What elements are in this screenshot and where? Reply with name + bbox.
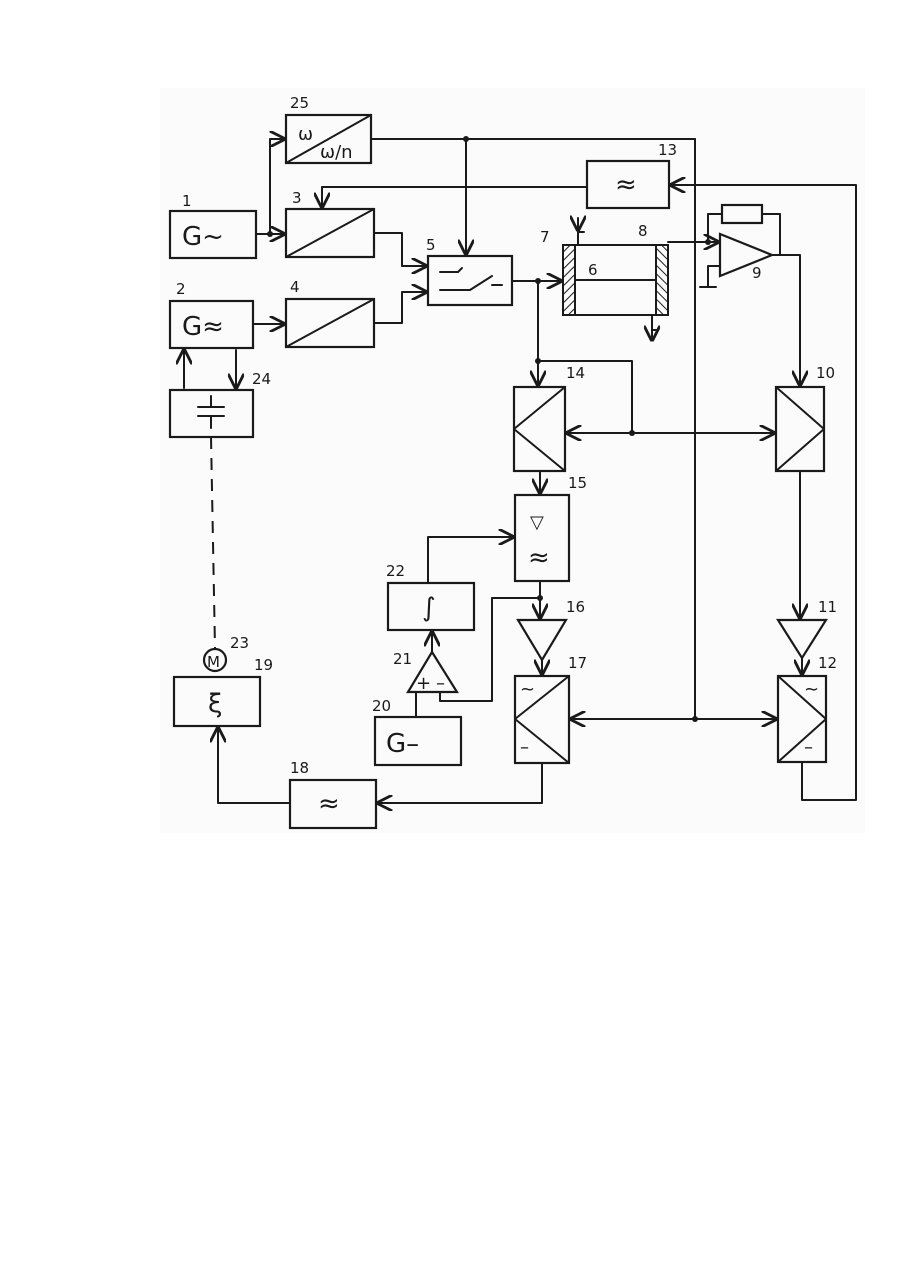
block-9-number: 9: [752, 264, 762, 282]
block-23-symbol: M: [207, 653, 220, 671]
block-2-symbol: G≈: [182, 312, 224, 342]
block-21-number: 21: [393, 650, 412, 668]
block-11-number: 11: [818, 598, 837, 616]
block-1-number: 1: [182, 192, 192, 210]
block-19-number: 19: [254, 656, 273, 674]
block-12-symbol-bottom: –: [804, 737, 813, 758]
block-22-number: 22: [386, 562, 405, 580]
block-13-symbol: ≈: [615, 170, 637, 200]
block-17-symbol-bottom: –: [520, 737, 529, 758]
block-17-number: 17: [568, 654, 587, 672]
sensor-number-8: 8: [638, 222, 648, 240]
block-16-number: 16: [566, 598, 585, 616]
block-19-symbol: ξ: [208, 689, 223, 719]
block-2-number: 2: [176, 280, 186, 298]
sensor-number-7: 7: [540, 228, 550, 246]
block-21-plus: +: [416, 673, 431, 694]
block-20-symbol: G–: [386, 729, 419, 759]
block-12-number: 12: [818, 654, 837, 672]
block-20-number: 20: [372, 697, 391, 715]
block-1-symbol: G~: [182, 222, 224, 252]
sensor-number-6: 6: [588, 261, 598, 279]
block-23-number: 23: [230, 634, 249, 652]
block-25-symbol-bottom: ω/n: [320, 142, 353, 163]
block-22-symbol: ∫: [422, 593, 436, 623]
block-21-minus: –: [436, 673, 445, 694]
block-15-symbol-bottom: ≈: [528, 543, 550, 573]
block-13-number: 13: [658, 141, 677, 159]
block-5-number: 5: [426, 236, 436, 254]
block-25-symbol-top: ω: [298, 124, 313, 145]
block-15-symbol-top: ▽: [530, 512, 544, 533]
block-3-number: 3: [292, 189, 302, 207]
block-4-number: 4: [290, 278, 300, 296]
block-18-symbol: ≈: [318, 789, 340, 819]
block-24-number: 24: [252, 370, 271, 388]
block-12-symbol-top: ~: [804, 679, 819, 700]
block-17-symbol-top: ~: [520, 679, 535, 700]
block-15-number: 15: [568, 474, 587, 492]
block-25-number: 25: [290, 94, 309, 112]
block-10-number: 10: [816, 364, 835, 382]
block-14-number: 14: [566, 364, 585, 382]
sheet-area: [160, 88, 865, 833]
block-18-number: 18: [290, 759, 309, 777]
